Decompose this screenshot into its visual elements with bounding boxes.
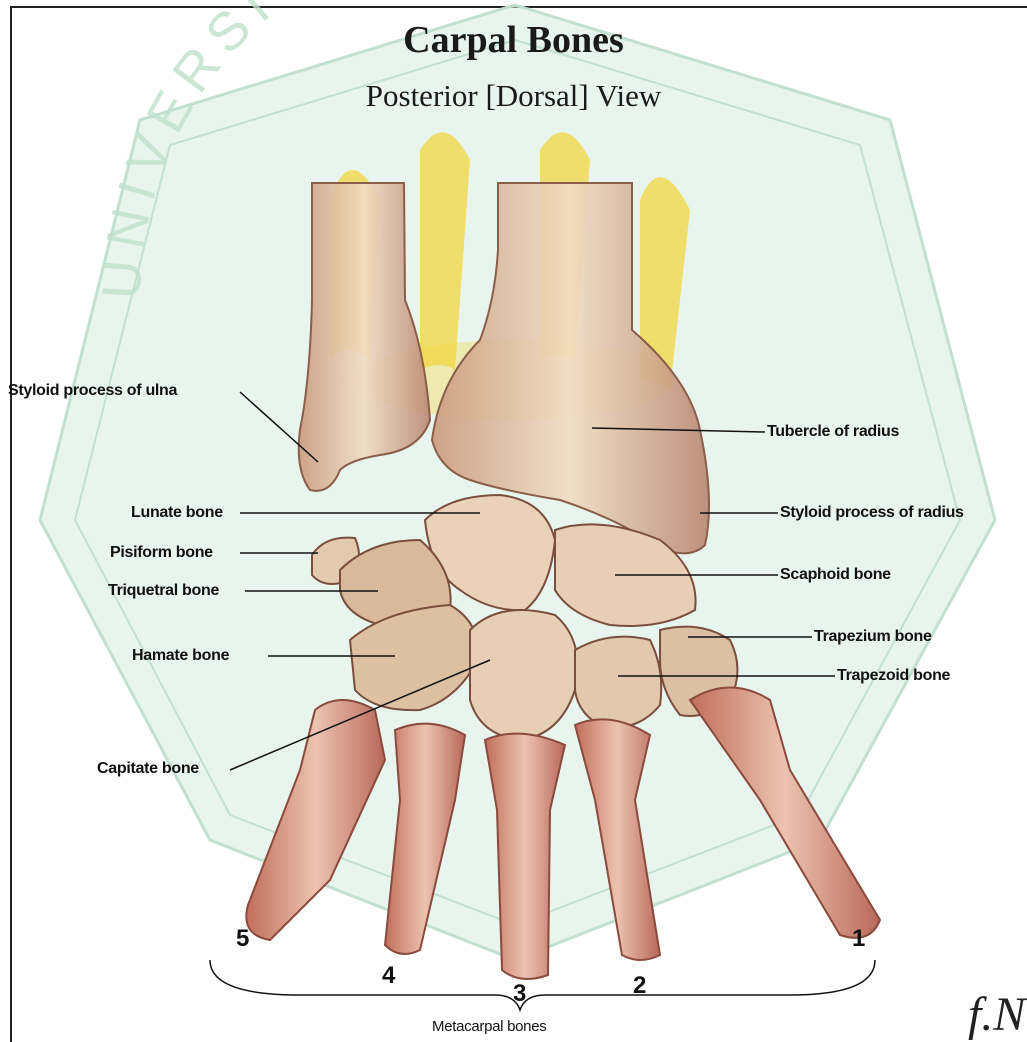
label-triquetral: Triquetral bone (108, 582, 219, 600)
label-lunate: Lunate bone (131, 504, 223, 522)
label-tubercle-radius: Tubercle of radius (767, 423, 899, 441)
label-hamate: Hamate bone (132, 647, 229, 665)
label-scaphoid: Scaphoid bone (780, 566, 891, 584)
number-5: 5 (236, 925, 249, 953)
label-styloid-radius: Styloid process of radius (780, 504, 964, 522)
label-trapezium: Trapezium bone (814, 628, 932, 646)
number-3: 3 (513, 980, 526, 1008)
number-1: 1 (852, 925, 865, 953)
number-2: 2 (633, 972, 646, 1000)
subtitle: Posterior [Dorsal] View (0, 78, 1027, 114)
label-capitate: Capitate bone (97, 760, 199, 778)
label-pisiform: Pisiform bone (110, 544, 213, 562)
title: Carpal Bones (0, 18, 1027, 62)
label-metacarpal: Metacarpal bones (432, 1018, 546, 1035)
label-trapezoid: Trapezoid bone (837, 667, 950, 685)
label-styloid-ulna: Styloid process of ulna (8, 382, 177, 400)
number-4: 4 (382, 962, 395, 990)
